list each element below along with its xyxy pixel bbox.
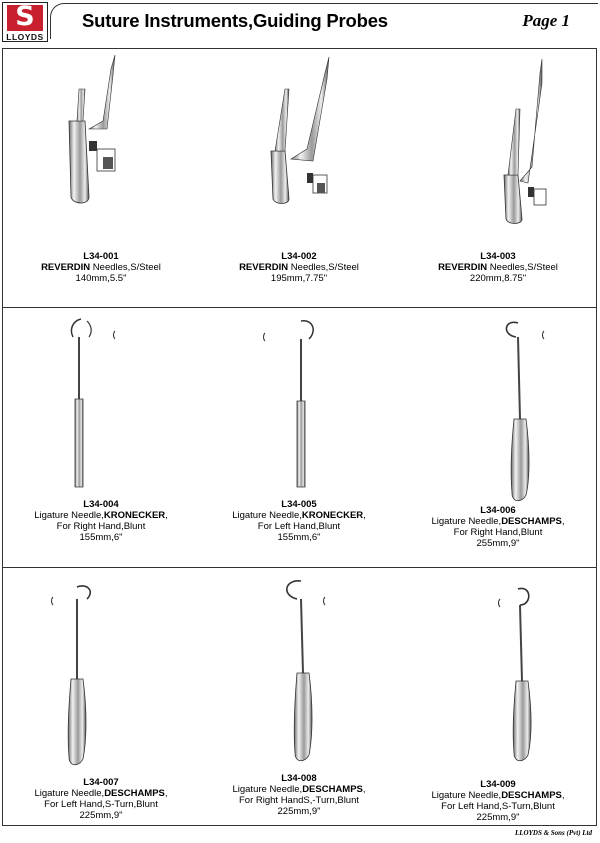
page-title: Suture Instruments,Guiding Probes xyxy=(82,10,388,31)
product-desc: Needles,S/Steel xyxy=(487,262,558,273)
product-brand: REVERDIN xyxy=(41,262,91,273)
product-brand: KRONECKER xyxy=(103,510,166,521)
product-size: 155mm,6" xyxy=(277,532,321,543)
logo-letter: S xyxy=(15,1,35,32)
product-code: L34-007 xyxy=(83,777,119,788)
page-footer: LLOYDS & Sons (Pvt) Ltd xyxy=(515,829,592,837)
product-size: 220mm,8.75" xyxy=(469,273,527,284)
row-divider xyxy=(3,567,596,568)
product-caption: L34-002 REVERDIN Needles,S/Steel 195mm,7… xyxy=(201,251,397,284)
reverdin-needle-image xyxy=(270,56,330,204)
reverdin-needle-image xyxy=(68,54,116,204)
product-desc: Ligature Needle, xyxy=(34,510,104,521)
product-caption: L34-004 Ligature Needle,KRONECKER, For R… xyxy=(3,499,199,543)
product-punct: , xyxy=(362,784,366,795)
product-desc: Ligature Needle, xyxy=(431,790,502,801)
product-card: L34-001 REVERDIN Needles,S/Steel 140mm,5… xyxy=(3,49,199,307)
product-desc: Ligature Needle, xyxy=(232,784,303,795)
kronecker-needle-image xyxy=(263,320,314,488)
page-header: S LLOYDS Suture Instruments,Guiding Prob… xyxy=(0,0,600,44)
product-code: L34-008 xyxy=(281,773,317,784)
product-hand: For Left Hand,Blunt xyxy=(257,521,341,532)
product-caption: L34-005 Ligature Needle,KRONECKER, For L… xyxy=(201,499,397,543)
product-punct: , xyxy=(561,516,565,527)
product-size: 225mm,9" xyxy=(277,806,321,817)
kronecker-needle-image xyxy=(70,318,116,488)
product-brand: KRONECKER xyxy=(301,510,364,521)
product-card: L34-004 Ligature Needle,KRONECKER, For R… xyxy=(3,309,199,567)
product-caption: L34-003 REVERDIN Needles,S/Steel 220mm,8… xyxy=(400,251,596,284)
product-caption: L34-006 Ligature Needle,DESCHAMPS, For R… xyxy=(400,505,596,549)
product-punct: , xyxy=(363,510,366,521)
product-caption: L34-007 Ligature Needle,DESCHAMPS, For L… xyxy=(3,777,199,821)
product-desc: Ligature Needle, xyxy=(232,510,302,521)
product-brand: DESCHAMPS xyxy=(501,790,562,801)
page-number: Page 1 xyxy=(522,11,570,30)
product-card: L34-009 Ligature Needle,DESCHAMPS, For L… xyxy=(400,569,596,827)
reverdin-needle-image xyxy=(503,58,547,224)
product-code: L34-006 xyxy=(480,505,516,516)
product-size: 225mm,9" xyxy=(476,812,520,823)
product-size: 195mm,7.75" xyxy=(270,273,328,284)
product-size: 255mm,9" xyxy=(476,538,520,549)
product-card: L34-003 REVERDIN Needles,S/Steel 220mm,8… xyxy=(400,49,596,307)
deschamps-needle-image xyxy=(286,580,326,762)
product-card: L34-007 Ligature Needle,DESCHAMPS, For L… xyxy=(3,569,199,827)
row-divider xyxy=(3,307,596,308)
product-punct: , xyxy=(561,790,565,801)
product-hand: For Right HandS,-Turn,Blunt xyxy=(238,795,360,806)
product-size: 225mm,9" xyxy=(79,810,123,821)
product-hand: For Left Hand,S-Turn,Blunt xyxy=(441,801,555,812)
product-punct: , xyxy=(165,510,168,521)
product-code: L34-001 xyxy=(83,251,119,262)
product-caption: L34-001 REVERDIN Needles,S/Steel 140mm,5… xyxy=(3,251,199,284)
product-brand: REVERDIN xyxy=(239,262,289,273)
product-hand: For Left Hand,S-Turn,Blunt xyxy=(44,799,158,810)
logo-wordmark: LLOYDS xyxy=(6,32,44,42)
product-card: L34-005 Ligature Needle,KRONECKER, For L… xyxy=(201,309,397,567)
product-card: L34-006 Ligature Needle,DESCHAMPS, For R… xyxy=(400,309,596,567)
product-desc: Ligature Needle, xyxy=(34,788,105,799)
product-code: L34-005 xyxy=(281,499,317,510)
product-size: 155mm,6" xyxy=(79,532,123,543)
product-size: 140mm,5.5" xyxy=(75,273,127,284)
product-hand: For Right Hand,Blunt xyxy=(453,527,543,538)
product-card: L34-008 Ligature Needle,DESCHAMPS, For R… xyxy=(201,569,397,827)
lloyds-logo: S LLOYDS xyxy=(2,2,48,42)
product-caption: L34-008 Ligature Needle,DESCHAMPS, For R… xyxy=(201,773,397,817)
deschamps-needle-image xyxy=(51,585,92,766)
product-caption: L34-009 Ligature Needle,DESCHAMPS, For L… xyxy=(400,779,596,823)
product-code: L34-002 xyxy=(281,251,317,262)
product-desc: Needles,S/Steel xyxy=(288,262,359,273)
product-code: L34-003 xyxy=(480,251,516,262)
product-card: L34-002 REVERDIN Needles,S/Steel 195mm,7… xyxy=(201,49,397,307)
deschamps-needle-image xyxy=(498,587,532,762)
product-brand: DESCHAMPS xyxy=(501,516,562,527)
product-brand: REVERDIN xyxy=(438,262,488,273)
product-brand: DESCHAMPS xyxy=(302,784,363,795)
product-code: L34-009 xyxy=(480,779,516,790)
catalog-grid: L34-001 REVERDIN Needles,S/Steel 140mm,5… xyxy=(2,48,597,826)
product-punct: , xyxy=(164,788,168,799)
product-desc: Needles,S/Steel xyxy=(90,262,161,273)
header-frame xyxy=(50,3,598,39)
product-hand: For Right Hand,Blunt xyxy=(56,521,146,532)
logo-red-box: S xyxy=(7,1,43,32)
deschamps-needle-image xyxy=(505,321,545,502)
product-brand: DESCHAMPS xyxy=(104,788,165,799)
product-desc: Ligature Needle, xyxy=(431,516,502,527)
product-code: L34-004 xyxy=(83,499,119,510)
